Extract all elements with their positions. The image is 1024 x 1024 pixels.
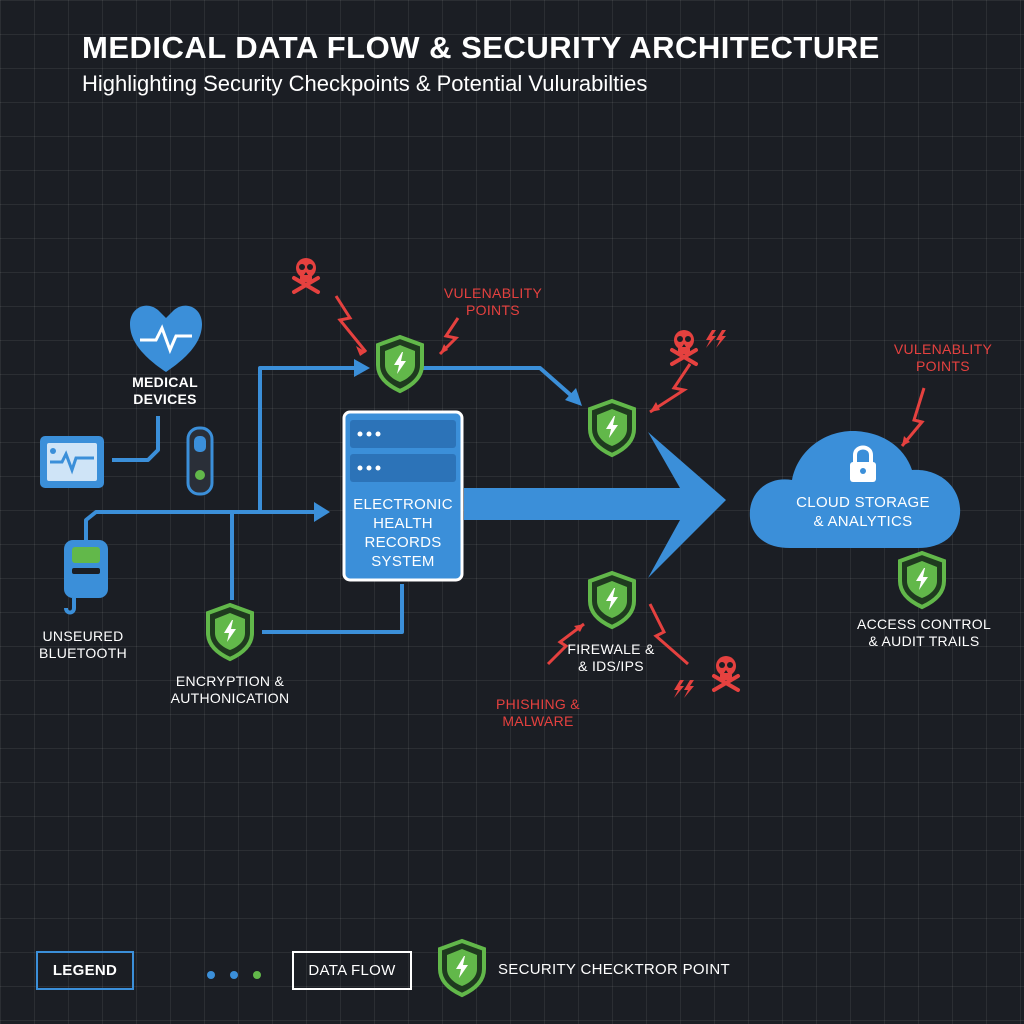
flow-line-devices-down: [112, 416, 160, 462]
lightning-arrowhead: [902, 436, 910, 446]
attack-lightning-icons: [334, 295, 926, 666]
checkpoint-shield-encryption: [206, 603, 254, 661]
cloud-storage-label: CLOUD STORAGE & ANALYTICS: [796, 494, 930, 530]
vulnerability-points-label-right: VULENABLITY POINTS: [893, 341, 993, 374]
flow-line-bluetooth: [84, 510, 318, 540]
small-lightning-icons: [674, 330, 726, 698]
lightning-arrowhead: [356, 346, 366, 356]
legend-data-flow: DATA FLOW: [292, 951, 412, 990]
firewall-checkpoint-label: FIREWALE & & IDS/IPS: [567, 641, 655, 674]
heart-monitor-icon: [130, 305, 202, 372]
legend-shield-icon: [438, 939, 486, 997]
lightning-arrowhead: [650, 402, 660, 412]
cloud-storage-shape: [749, 431, 961, 548]
checkpoint-shield-access-control: [898, 551, 946, 609]
data-flow-lines: [84, 366, 576, 634]
legend-security-checkpoint: SECURITY CHECKTROR POINT: [498, 961, 730, 978]
legend-title: LEGEND: [36, 951, 134, 990]
vulnerability-points-label-top: VULENABLITY POINTS: [443, 285, 543, 318]
page-title: MEDICAL DATA FLOW & SECURITY ARCHITECTUR…: [82, 30, 880, 65]
flow-line-vertical-main: [258, 366, 357, 512]
skull-icon: [292, 256, 320, 294]
checkpoint-shield-firewall: [588, 571, 636, 629]
flow-line-ehr-return: [262, 584, 404, 634]
arrowhead-firewall-top: [565, 388, 582, 406]
arrowhead-checkpoint-top: [354, 359, 370, 377]
page-subtitle: Highlighting Security Checkpoints & Pote…: [82, 71, 648, 96]
access-control-label: ACCESS CONTROL & AUDIT TRAILS: [856, 616, 992, 649]
checkpoint-shield-cloud-path: [588, 399, 636, 457]
encryption-checkpoint-label: ENCRYPTION & AUTHONICATION: [170, 673, 290, 706]
patient-monitor-icon: [40, 436, 104, 488]
wearable-sensor-icon: [186, 426, 214, 496]
big-data-flow-arrow: [464, 432, 726, 578]
medical-devices-label: MEDICAL DEVICES: [132, 374, 198, 407]
phishing-malware-label: PHISHING & MALWARE: [496, 696, 580, 729]
skull-icon: [670, 328, 698, 366]
ehr-system-label: ELECTRONIC HEALTH RECORDS SYSTEM: [353, 496, 453, 570]
lightning-arrowhead: [440, 344, 448, 354]
arrowhead-ehr: [314, 502, 330, 522]
lightning-arrowhead: [574, 624, 584, 632]
checkpoint-shield-top: [376, 335, 424, 393]
legend-dots: [207, 971, 261, 979]
flow-line-to-checkpoint: [420, 366, 576, 400]
bluetooth-device-icon: [64, 540, 108, 615]
skull-icon: [712, 654, 740, 692]
unsecured-bluetooth-label: UNSEURED BLUETOOTH: [38, 628, 127, 661]
ehr-server: [342, 410, 464, 582]
